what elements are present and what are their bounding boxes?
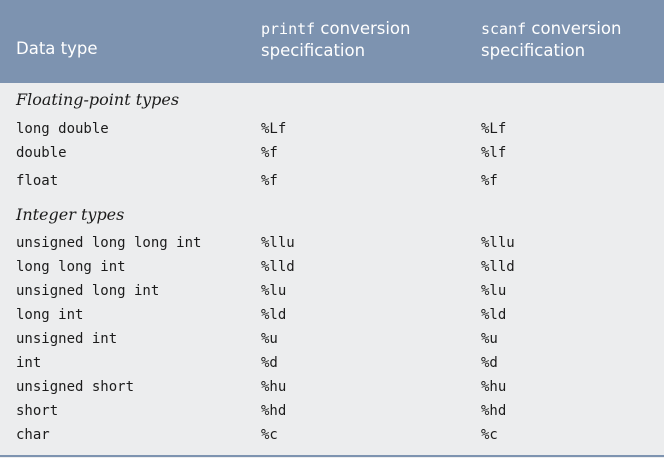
cell-printf: %Lf — [261, 121, 287, 137]
table-row: short %hd %hd — [0, 401, 664, 425]
cell-scanf: %lu — [481, 283, 507, 299]
cell-data-type: int — [16, 355, 42, 371]
cell-data-type: double — [16, 145, 67, 161]
table-row: unsigned long int %lu %lu — [0, 281, 664, 305]
cell-data-type: float — [16, 173, 59, 189]
cell-printf: %d — [261, 355, 278, 371]
table-row: unsigned short %hu %hu — [0, 377, 664, 401]
header-data-type: Data type — [16, 38, 98, 60]
table-row: long int %ld %ld — [0, 305, 664, 329]
cell-printf: %lld — [261, 259, 295, 275]
cell-scanf: %u — [481, 331, 498, 347]
cell-scanf: %llu — [481, 235, 515, 251]
header-scanf-line2: specification — [481, 41, 586, 60]
cell-data-type: unsigned long int — [16, 283, 160, 299]
header-printf-line2: specification — [261, 41, 366, 60]
header-scanf: scanf conversion specification — [481, 18, 621, 62]
cell-printf: %c — [261, 427, 278, 443]
cell-data-type: unsigned int — [16, 331, 118, 347]
cell-scanf: %c — [481, 427, 498, 443]
cell-scanf: %hd — [481, 403, 507, 419]
table-header: Data type printf conversion specificatio… — [0, 0, 664, 83]
header-data-type-label: Data type — [16, 39, 98, 58]
table-row: unsigned long long int %llu %llu — [0, 233, 664, 257]
cell-data-type: long int — [16, 307, 84, 323]
table-row: unsigned int %u %u — [0, 329, 664, 353]
cell-data-type: char — [16, 427, 50, 443]
cell-printf: %lu — [261, 283, 287, 299]
cell-printf: %hd — [261, 403, 287, 419]
table-row: double %f %lf — [0, 143, 664, 167]
cell-printf: %ld — [261, 307, 287, 323]
header-printf: printf conversion specification — [261, 18, 411, 62]
header-scanf-code: scanf — [481, 20, 527, 38]
cell-data-type: long long int — [16, 259, 126, 275]
cell-scanf: %lld — [481, 259, 515, 275]
cell-scanf: %d — [481, 355, 498, 371]
cell-data-type: short — [16, 403, 59, 419]
bottom-rule — [0, 455, 664, 457]
table-row: int %d %d — [0, 353, 664, 377]
cell-data-type: long double — [16, 121, 109, 137]
header-printf-rest: conversion — [315, 19, 411, 38]
section-title-floating: Floating-point types — [16, 90, 180, 109]
cell-data-type: unsigned long long int — [16, 235, 202, 251]
cell-printf: %hu — [261, 379, 287, 395]
table-row: float %f %f — [0, 171, 664, 195]
header-scanf-rest: conversion — [526, 19, 622, 38]
cell-printf: %f — [261, 173, 278, 189]
cell-scanf: %f — [481, 173, 498, 189]
cell-scanf: %ld — [481, 307, 507, 323]
cell-scanf: %lf — [481, 145, 507, 161]
header-printf-code: printf — [261, 20, 316, 38]
table-row: long double %Lf %Lf — [0, 119, 664, 143]
section-title-integer: Integer types — [16, 205, 125, 224]
cell-scanf: %Lf — [481, 121, 507, 137]
cell-data-type: unsigned short — [16, 379, 135, 395]
table-row: long long int %lld %lld — [0, 257, 664, 281]
cell-printf: %u — [261, 331, 278, 347]
cell-printf: %f — [261, 145, 278, 161]
cell-printf: %llu — [261, 235, 295, 251]
table-row: char %c %c — [0, 425, 664, 449]
cell-scanf: %hu — [481, 379, 507, 395]
